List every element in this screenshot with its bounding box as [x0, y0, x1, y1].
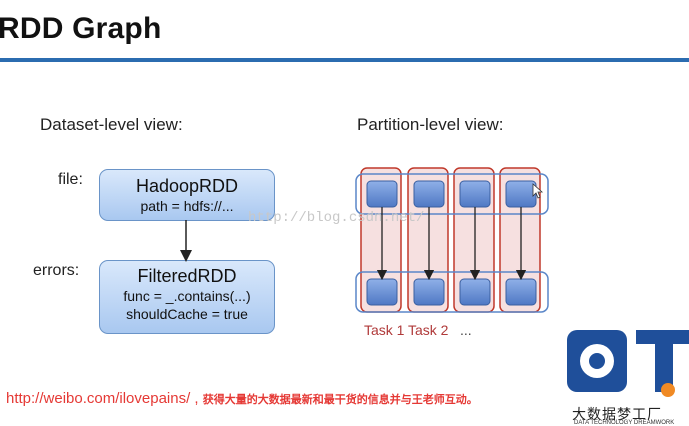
task-2-label: Task 2	[408, 322, 449, 338]
footer-url-link[interactable]: http://weibo.com/ilovepains/ ,	[6, 390, 199, 407]
watermark: http://blog.csdn.net/	[248, 210, 425, 226]
footer-promo: http://weibo.com/ilovepains/ , 获得大量的大数据最…	[6, 390, 478, 407]
footer-note: 获得大量的大数据最新和最干货的信息并与王老师互动。	[202, 394, 478, 406]
partition-cell	[413, 180, 445, 208]
mouse-cursor-icon	[532, 183, 544, 199]
filtered-rdd-func: func = _.contains(...)	[123, 288, 251, 304]
hadoop-rdd-name: HadoopRDD	[135, 176, 239, 196]
partition-cell	[413, 278, 445, 306]
hadoop-rdd-path: path = hdfs://...	[140, 198, 234, 214]
filtered-rdd-name: FilteredRDD	[137, 266, 237, 286]
partition-cell	[366, 278, 398, 306]
logo-subtext: DATA TECHNOLOGY DREAMWORK	[574, 420, 675, 426]
file-label: file:	[58, 171, 83, 188]
partition-row-hadoop	[355, 173, 549, 215]
partition-view-heading: Partition-level view:	[357, 115, 504, 134]
title-underline	[0, 58, 689, 62]
partition-cell	[459, 278, 491, 306]
partition-row-filtered	[355, 271, 549, 313]
task-1-label: Task 1	[364, 322, 405, 338]
partition-cell	[505, 180, 537, 208]
more-tasks-ellipsis: ...	[460, 322, 472, 338]
partition-cell	[366, 180, 398, 208]
dataset-view-heading: Dataset-level view:	[40, 115, 183, 134]
hadoop-rdd-box: HadoopRDD path = hdfs://...	[99, 169, 275, 221]
filtered-rdd-cache: shouldCache = true	[126, 306, 248, 322]
errors-label: errors:	[33, 262, 80, 279]
partition-cell	[459, 180, 491, 208]
filtered-rdd-box: FilteredRDD func = _.contains(...) shoul…	[99, 260, 275, 334]
logo-text: 大数据梦工厂	[572, 406, 662, 422]
sogou-icon	[661, 383, 675, 397]
partition-cell	[505, 278, 537, 306]
slide-title: RDD Graph	[0, 12, 162, 45]
